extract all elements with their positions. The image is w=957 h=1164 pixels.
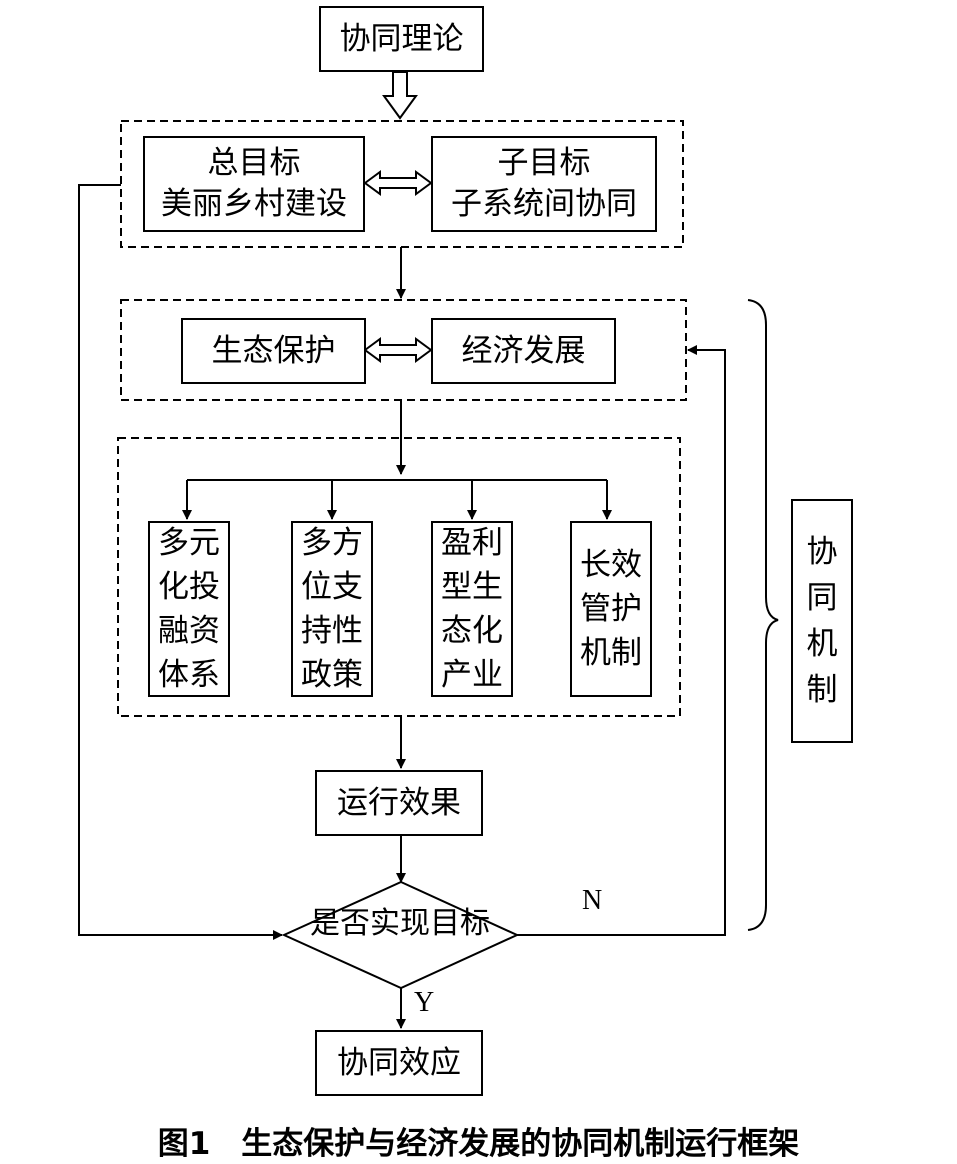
feedback-no-loop bbox=[517, 345, 726, 936]
figure-caption: 图1 生态保护与经济发展的协同机制运行框架 bbox=[157, 1126, 800, 1162]
sub-goal-title: 子目标 bbox=[497, 145, 591, 181]
double-arrow-eco-econ bbox=[363, 337, 433, 363]
eco-label: 生态保护 bbox=[211, 332, 336, 369]
mechanism-label: 协同机制 bbox=[806, 534, 838, 708]
measure-box-2: 多方位支持性政策 bbox=[291, 521, 373, 697]
eco-econ-group-frame bbox=[120, 299, 687, 401]
feedback-goals-to-decision bbox=[78, 184, 283, 940]
hollow-down-arrow bbox=[382, 71, 418, 120]
measure-label-4: 长效管护机制 bbox=[580, 547, 642, 671]
econ-box: 经济发展 bbox=[431, 318, 616, 384]
eco-box: 生态保护 bbox=[181, 318, 366, 384]
total-goal-text: 美丽乡村建设 bbox=[161, 186, 347, 222]
sub-goal-box: 子目标 子系统间协同 bbox=[431, 136, 657, 232]
measure-label-2: 多方位支持性政策 bbox=[301, 525, 363, 693]
mechanism-box: 协同机制 bbox=[791, 499, 853, 743]
total-goal-box: 总目标 美丽乡村建设 bbox=[143, 136, 365, 232]
sub-goal-text: 子系统间协同 bbox=[451, 186, 637, 222]
measure-label-3: 盈利型生态化产业 bbox=[441, 525, 503, 693]
measure-box-1: 多元化投融资体系 bbox=[148, 521, 230, 697]
yes-label: Y bbox=[414, 987, 435, 1018]
measure-box-4: 长效管护机制 bbox=[570, 521, 652, 697]
effect-box: 运行效果 bbox=[315, 770, 483, 836]
curly-brace bbox=[747, 299, 779, 931]
total-goal-title: 总目标 bbox=[207, 145, 301, 181]
measure-label-1: 多元化投融资体系 bbox=[158, 525, 220, 693]
measure-box-3: 盈利型生态化产业 bbox=[431, 521, 513, 697]
theory-box: 协同理论 bbox=[319, 6, 484, 72]
measures-group-frame bbox=[117, 437, 681, 717]
theory-label: 协同理论 bbox=[339, 20, 464, 57]
no-label: N bbox=[582, 885, 603, 916]
decision-diamond bbox=[281, 880, 520, 990]
synergy-label: 协同效应 bbox=[337, 1044, 461, 1081]
decision-label: 是否实现目标 bbox=[310, 906, 490, 941]
double-arrow-goals bbox=[363, 170, 433, 196]
econ-label: 经济发展 bbox=[461, 332, 586, 369]
effect-label: 运行效果 bbox=[337, 784, 461, 821]
synergy-box: 协同效应 bbox=[315, 1030, 483, 1096]
